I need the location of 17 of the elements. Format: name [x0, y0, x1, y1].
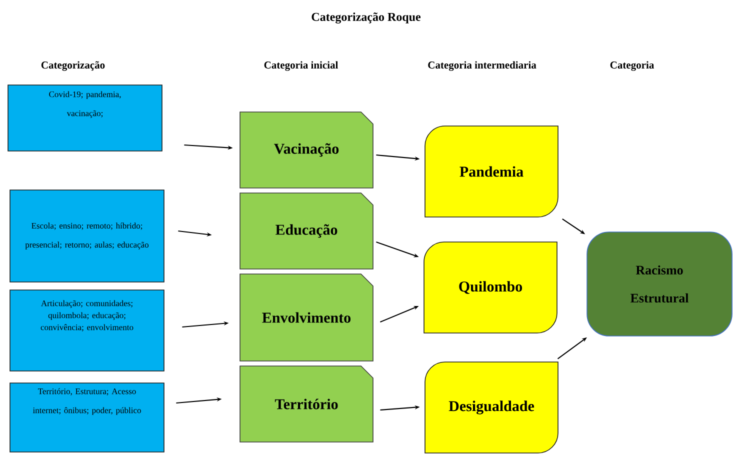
keyword-box: Escola; ensino; remoto; híbrido; presencial; retorno; aulas; educação	[10, 190, 164, 282]
initial-category-box: Envolvimento	[240, 274, 374, 362]
keyword-box: Covid-19; pandemia, vacinação;	[8, 84, 162, 152]
initial-category-box: Território	[240, 366, 374, 442]
keyword-box: Articulação; comunidades; quilombola; educação; convivência; envolvimento	[10, 290, 164, 372]
keyword-box: Território, Estrutura; Acesso internet; ônibus; poder, público	[10, 382, 164, 452]
intermediate-category-box: Quilombo	[424, 242, 558, 334]
intermediate-category-box: Pandemia	[424, 126, 558, 218]
column-heading: Categoria intermediaria	[428, 61, 536, 71]
title: Categorização Roque	[312, 12, 421, 24]
intermediate-category-box: Desigualdade	[424, 362, 558, 454]
column-heading: Categoria	[610, 61, 654, 71]
final-category-box: Racismo Estrutural	[586, 232, 732, 336]
initial-category-box: Educação	[240, 192, 374, 270]
column-heading: Categoria inicial	[264, 61, 338, 71]
initial-category-box: Vacinação	[240, 112, 374, 188]
column-heading: Categorização	[41, 61, 105, 71]
